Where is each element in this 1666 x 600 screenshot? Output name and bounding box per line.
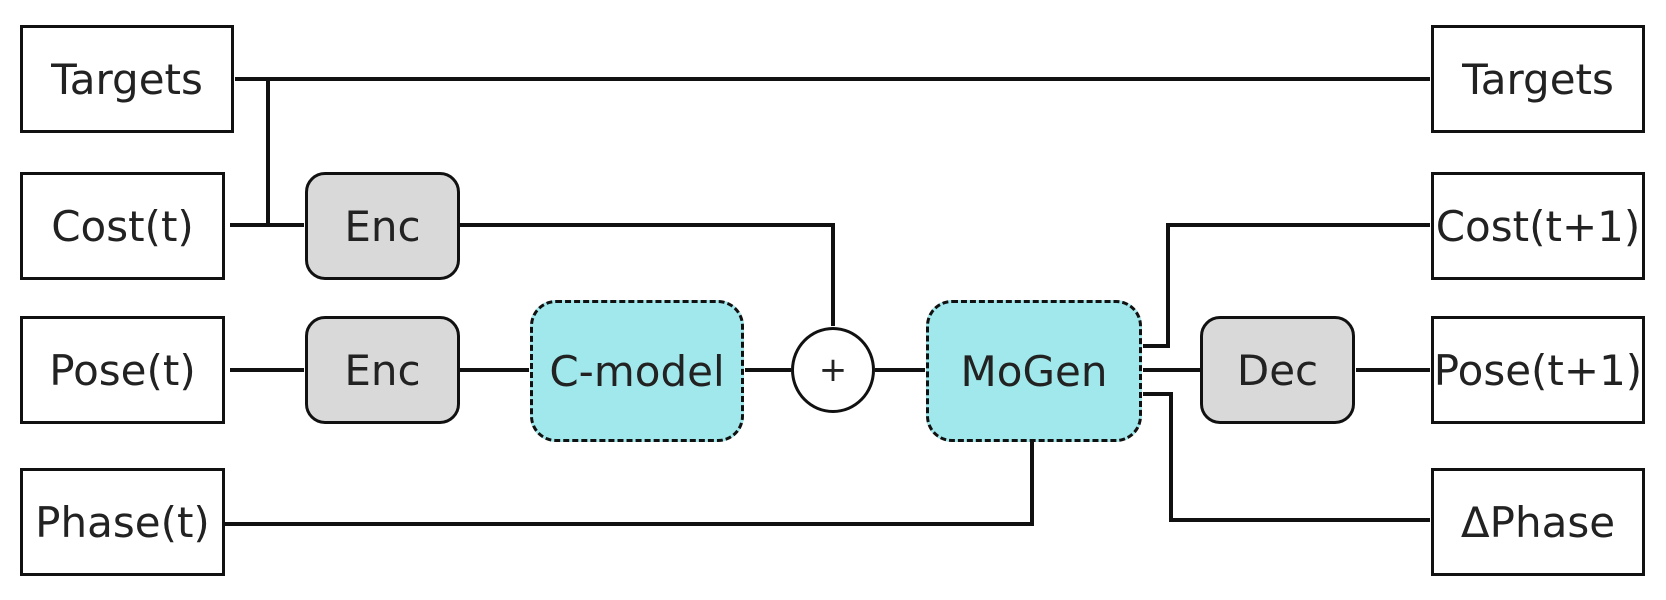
mogen-block: MoGen [926,300,1142,442]
output-targets: Targets [1431,25,1645,133]
input-cost-label: Cost(t) [51,201,194,251]
enc-cost-to-plus-line [460,223,835,326]
input-pose: Pose(t) [20,316,225,424]
plus-node: + [791,327,875,413]
mogen-to-cost-line [1143,223,1430,348]
output-cost: Cost(t+1) [1431,172,1645,280]
output-cost-label: Cost(t+1) [1435,201,1641,251]
input-phase-label: Phase(t) [35,497,210,547]
input-targets-label: Targets [51,54,203,104]
input-cost: Cost(t) [20,172,225,280]
output-dphase-label: ΔPhase [1460,497,1616,547]
phase-to-mogen-line [225,442,1034,526]
plus-symbol: + [818,350,848,390]
output-dphase: ΔPhase [1431,468,1645,576]
input-pose-label: Pose(t) [49,345,196,395]
decoder-block: Dec [1200,316,1355,424]
encoder-pose-label: Enc [344,345,421,395]
input-phase: Phase(t) [20,468,225,576]
output-pose: Pose(t+1) [1431,316,1645,424]
encoder-cost-label: Enc [344,201,421,251]
mogen-label: MoGen [960,346,1108,396]
decoder-label: Dec [1236,345,1319,395]
encoder-pose: Enc [305,316,460,424]
input-targets: Targets [20,25,234,133]
cmodel-label: C-model [549,346,725,396]
mogen-to-dphase-line [1143,392,1430,522]
encoder-cost: Enc [305,172,460,280]
cmodel-block: C-model [530,300,744,442]
output-targets-label: Targets [1462,54,1614,104]
output-pose-label: Pose(t+1) [1433,345,1643,395]
